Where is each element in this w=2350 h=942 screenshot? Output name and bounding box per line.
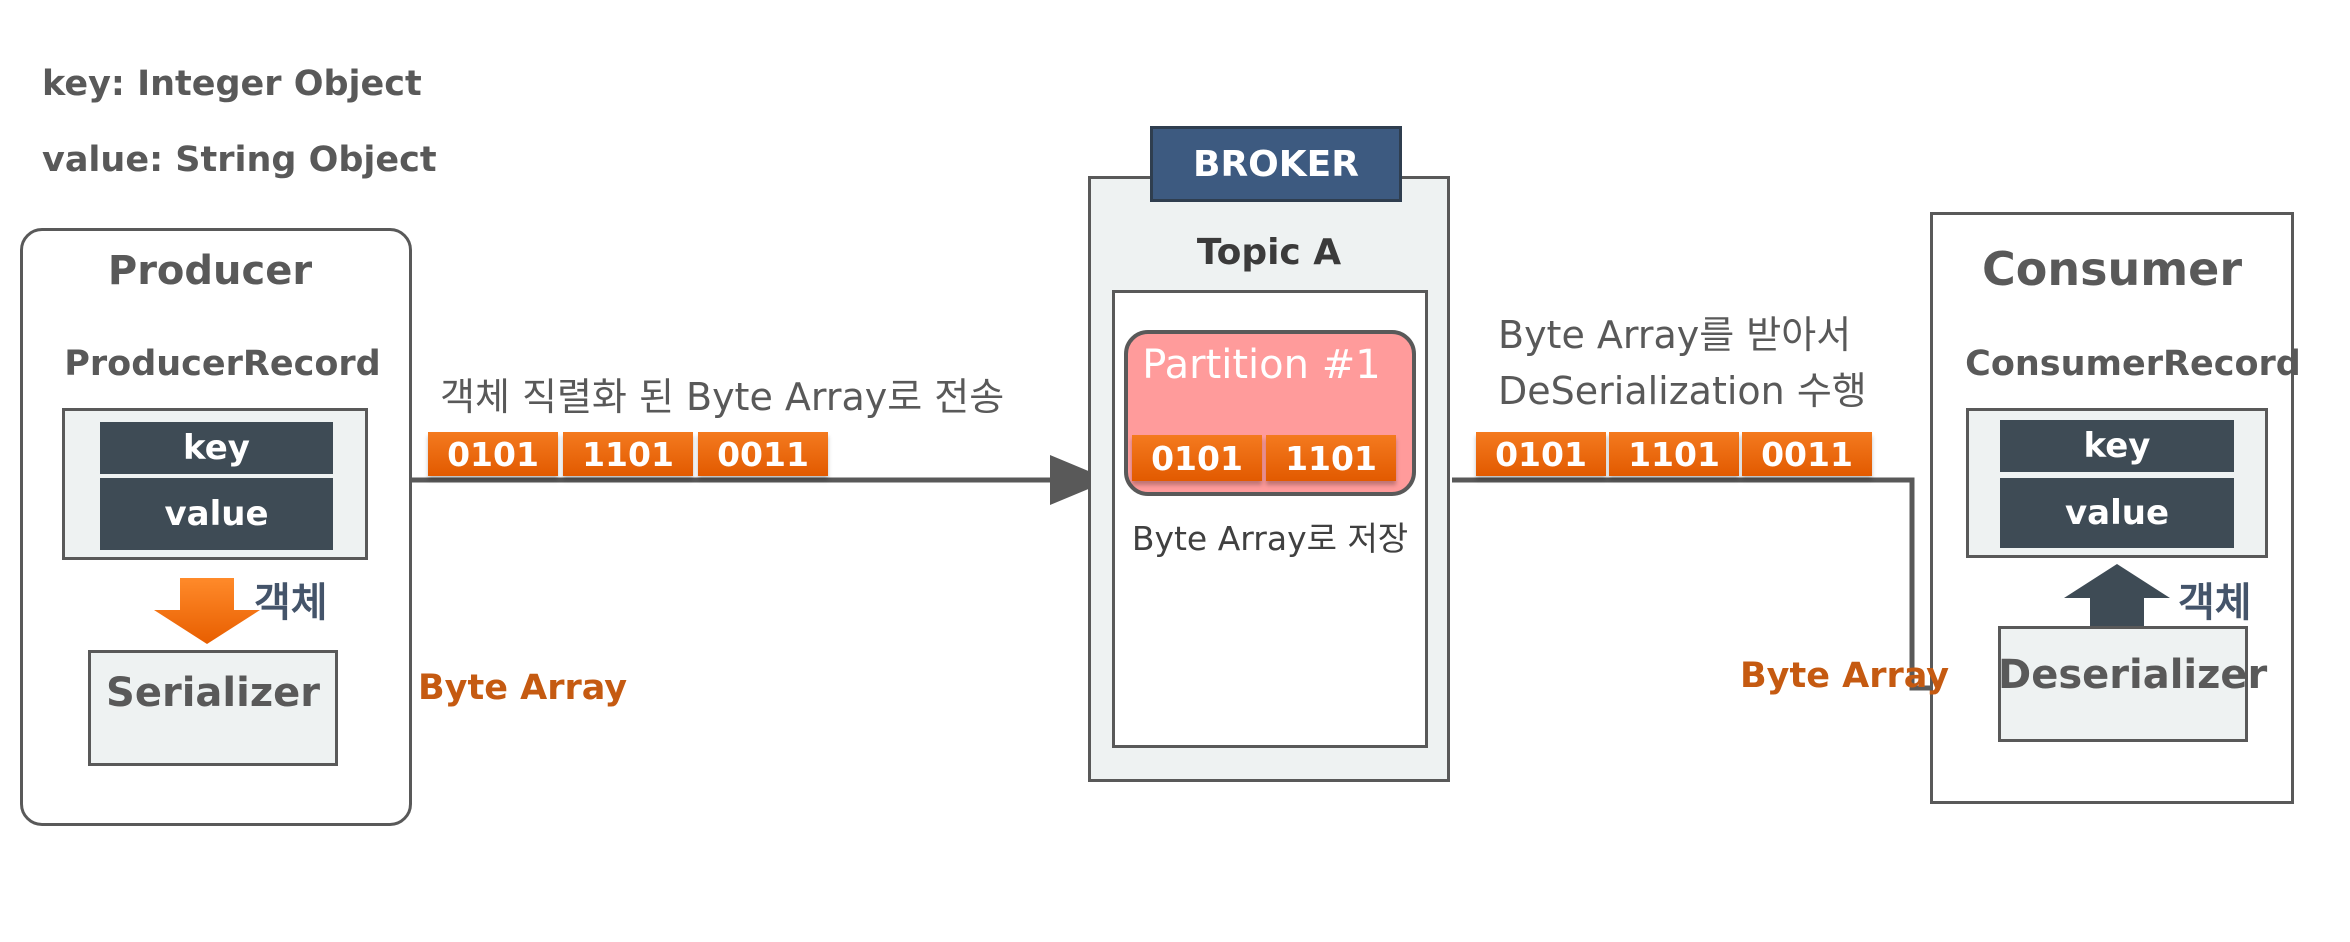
- deserializer-label: Deserializer: [1998, 652, 2268, 698]
- send-chip: 1101: [563, 432, 693, 476]
- partition-chip: 1101: [1266, 435, 1396, 481]
- up-arrow-icon: [2064, 564, 2170, 628]
- down-arrow-icon: [154, 578, 260, 644]
- send-chip: 0101: [428, 432, 558, 476]
- producer-value-field: value: [100, 478, 333, 550]
- consumer-record-title: ConsumerRecord: [1965, 344, 2301, 384]
- receive-caption-line2: DeSerialization 수행: [1498, 369, 1867, 413]
- consumer-value-field: value: [2000, 478, 2234, 548]
- partition-title: Partition #1: [1142, 342, 1381, 388]
- producer-object-label: 객체: [254, 580, 328, 626]
- legend-key-type: key: Integer Object: [42, 64, 422, 104]
- broker-header: BROKER: [1150, 126, 1402, 202]
- consumer-object-label: 객체: [2178, 580, 2252, 626]
- send-chip: 0011: [698, 432, 828, 476]
- topic-title: Topic A: [1196, 232, 1342, 273]
- receive-chip: 0011: [1742, 432, 1872, 476]
- legend-value-type: value: String Object: [42, 140, 437, 180]
- deserializer-box: [1998, 626, 2248, 742]
- serializer-label: Serializer: [106, 670, 320, 716]
- receive-chip: 0101: [1476, 432, 1606, 476]
- receive-caption-line1: Byte Array를 받아서: [1498, 313, 1852, 357]
- partition-chip: 0101: [1132, 435, 1262, 481]
- receive-chip: 1101: [1609, 432, 1739, 476]
- serializer-box: [88, 650, 338, 766]
- consumer-byte-array-label: Byte Array: [1740, 656, 1950, 696]
- producer-title: Producer: [107, 248, 313, 294]
- producer-byte-array-label: Byte Array: [418, 668, 628, 708]
- producer-key-field: key: [100, 422, 333, 474]
- consumer-title: Consumer: [1981, 242, 2243, 296]
- producer-record-title: ProducerRecord: [64, 344, 381, 384]
- send-caption: 객체 직렬화 된 Byte Array로 전송: [440, 375, 1005, 419]
- storage-note: Byte Array로 저장: [1131, 519, 1409, 558]
- consumer-key-field: key: [2000, 420, 2234, 472]
